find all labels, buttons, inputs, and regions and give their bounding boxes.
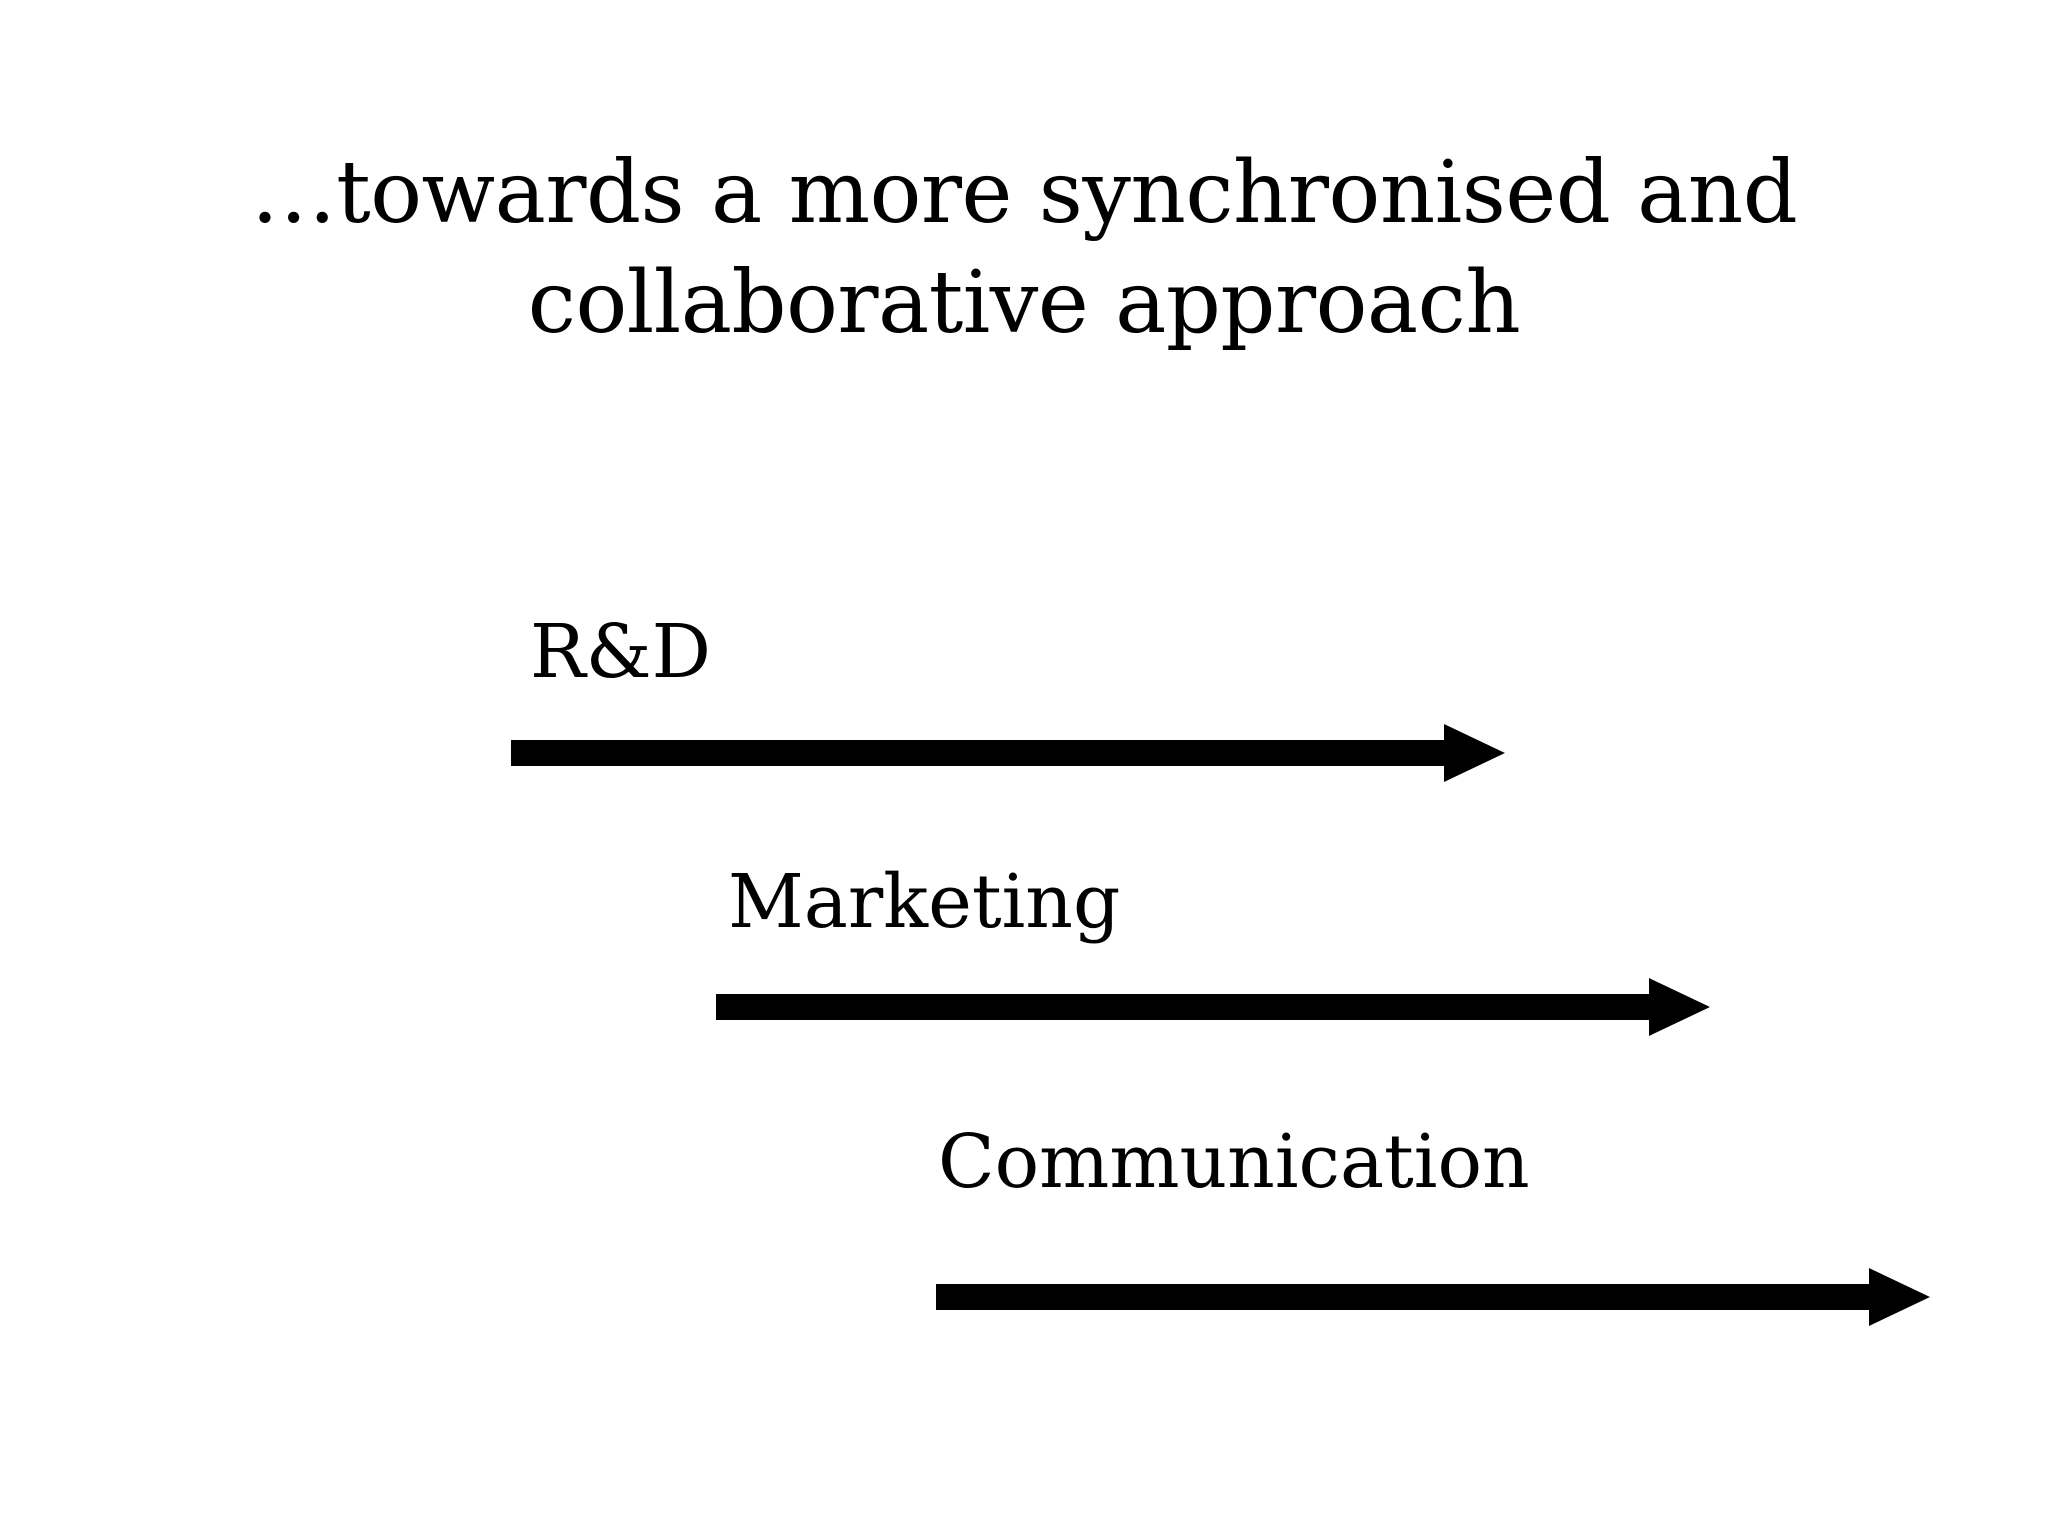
track-label-communication: Communication (938, 1119, 1530, 1205)
page-title: …towards a more synchronised and collabo… (0, 138, 2048, 358)
right-arrow-icon-rd (511, 724, 1505, 782)
title-line-1: …towards a more synchronised and (250, 143, 1798, 243)
track-label-rd: R&D (530, 609, 711, 695)
title-line-2: collaborative approach (527, 253, 1521, 353)
right-arrow-icon-marketing (716, 978, 1710, 1036)
right-arrow-icon-communication (936, 1268, 1930, 1326)
track-label-marketing: Marketing (728, 859, 1121, 945)
